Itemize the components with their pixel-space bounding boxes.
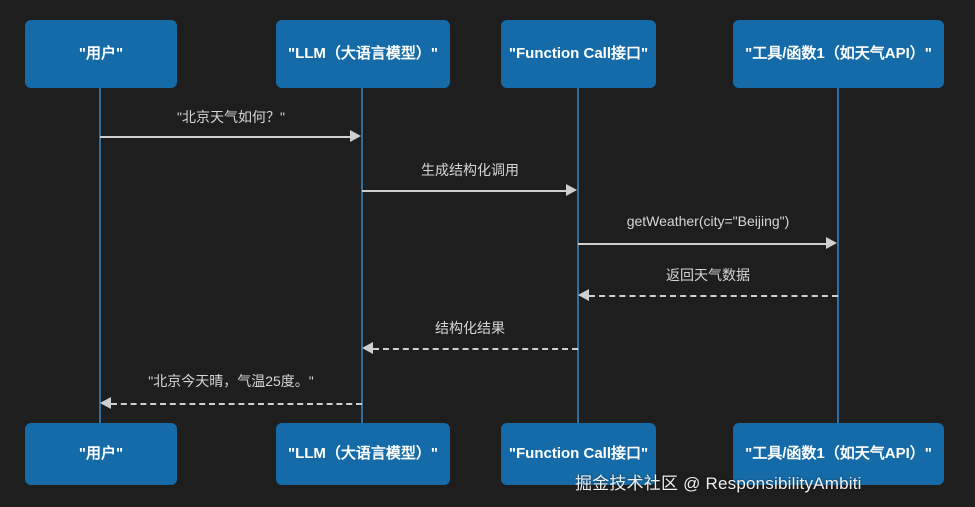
- lifeline-user: [99, 88, 101, 423]
- message-label-3: getWeather(city="Beijing"): [626, 213, 790, 229]
- message-label-4: 返回天气数据: [666, 267, 750, 283]
- participant-box-user-top[interactable]: "用户": [25, 20, 177, 88]
- participant-box-tool-bottom[interactable]: "工具/函数1（如天气API）": [733, 423, 944, 485]
- message-line-3: [578, 243, 826, 245]
- arrowhead-right-icon-1: [350, 130, 361, 142]
- watermark-text: 掘金技术社区 @ ResponsibilityAmbiti: [575, 474, 862, 493]
- participant-label-llm-bottom: "LLM（大语言模型）": [287, 444, 439, 462]
- participant-label-tool-top: "工具/函数1（如天气API）": [745, 44, 932, 62]
- participant-label-tool-bottom: "工具/函数1（如天气API）": [745, 444, 932, 462]
- message-label-5: 结构化结果: [435, 320, 505, 336]
- message-line-1: [100, 136, 350, 138]
- arrowhead-left-icon-4: [578, 289, 589, 301]
- participant-box-function-call-top[interactable]: "Function Call接口": [501, 20, 656, 88]
- message-label-2: 生成结构化调用: [421, 162, 519, 178]
- message-line-2: [362, 190, 566, 192]
- participant-box-function-call-bottom[interactable]: "Function Call接口": [501, 423, 656, 485]
- lifeline-tool: [837, 88, 839, 423]
- message-line-6: [111, 403, 362, 405]
- message-line-4: [589, 295, 838, 297]
- message-label-6: "北京今天晴，气温25度。": [148, 373, 314, 389]
- participant-box-user-bottom[interactable]: "用户": [25, 423, 177, 485]
- participant-label-function-call-bottom: "Function Call接口": [508, 444, 649, 462]
- participant-label-user-bottom: "用户": [78, 444, 124, 462]
- lifeline-function-call: [577, 88, 579, 423]
- participant-box-llm-top[interactable]: "LLM（大语言模型）": [276, 20, 450, 88]
- participant-label-function-call-top: "Function Call接口": [508, 44, 649, 62]
- message-line-5: [373, 348, 578, 350]
- message-label-1: "北京天气如何？": [177, 109, 285, 125]
- arrowhead-left-icon-6: [100, 397, 111, 409]
- arrowhead-right-icon-2: [566, 184, 577, 196]
- participant-box-llm-bottom[interactable]: "LLM（大语言模型）": [276, 423, 450, 485]
- participant-box-tool-top[interactable]: "工具/函数1（如天气API）": [733, 20, 944, 88]
- arrowhead-left-icon-5: [362, 342, 373, 354]
- participant-label-user-top: "用户": [78, 44, 124, 62]
- lifeline-llm: [361, 88, 363, 423]
- participant-label-llm-top: "LLM（大语言模型）": [287, 44, 439, 62]
- arrowhead-right-icon-3: [826, 237, 837, 249]
